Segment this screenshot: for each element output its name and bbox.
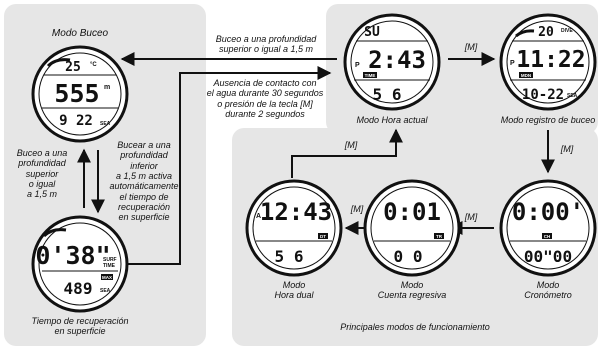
svg-text:TIME: TIME	[365, 73, 376, 78]
label-ausencia-line3: o presión de la tecla [M]	[217, 98, 313, 109]
label-buceo-left-line2: profundidad	[18, 158, 66, 169]
dive-depth: 555	[54, 79, 99, 108]
label-bucear-inferior: Bucear a una profundidad inferior a 1,5 …	[104, 140, 184, 223]
svg-text:TIME: TIME	[103, 263, 116, 269]
svg-text:CH: CH	[544, 234, 551, 239]
label-bucear-line4: a 1,5 m activa	[115, 171, 173, 182]
label-m-up: [M]	[344, 140, 358, 150]
watch-surface: 0'38" SURF TIME MAX 489 SEA	[31, 215, 129, 313]
svg-text:TR: TR	[436, 234, 443, 239]
label-bucear-line8: en superficie	[118, 212, 170, 223]
label-crono-line1: Modo	[536, 280, 560, 290]
time-seconds: 5 6	[373, 85, 402, 104]
label-modo-hora-actual: Modo Hora actual	[356, 115, 428, 125]
svg-text:DT: DT	[320, 234, 326, 239]
arrow-dual-to-time	[291, 128, 403, 178]
label-m-bottom2: [M]	[350, 204, 364, 214]
label-bucear-line7: recuperación	[117, 202, 171, 213]
label-hora-dual-line2: Hora dual	[274, 290, 314, 301]
label-buceo-left-line5: a 1,5 m	[26, 189, 57, 200]
label-bucear-line2: profundidad	[120, 150, 168, 161]
log-date: 10-22	[522, 87, 564, 103]
watch-dive: 25 °C 555 m 9 22 SEA	[31, 45, 129, 143]
label-modo-crono: Modo Cronómetro	[508, 280, 588, 301]
watch-countdown: 0:01 TR 0 0	[363, 179, 461, 277]
label-buceo-left-line3: superior	[25, 168, 59, 179]
label-bucear-line1: Bucear a una	[117, 140, 171, 150]
svg-text:A: A	[256, 213, 261, 220]
dual-clock: 12:43	[260, 198, 332, 226]
label-tiempo-recuperacion: Tiempo de recuperación en superficie	[10, 316, 150, 337]
label-bucear-line3: inferior	[130, 160, 158, 171]
time-clock: 2:43	[368, 46, 426, 74]
label-ausencia-line2: el agua durante 30 segundos	[206, 88, 324, 99]
chrono-subsec: 00"00	[524, 247, 572, 266]
label-buceo-left: Buceo a una profundidad superior o igual…	[8, 148, 76, 200]
label-m-right: [M]	[560, 144, 574, 154]
watch-dive-log: 20 DIVE P 11:22 MDN 10-22 SEA	[499, 13, 597, 111]
svg-text:SEA: SEA	[100, 288, 111, 294]
svg-text:SEA: SEA	[100, 121, 111, 127]
label-m-top: [M]	[464, 42, 478, 52]
svg-text:SURF: SURF	[103, 257, 117, 263]
log-number: 20	[538, 25, 554, 40]
dual-seconds: 5 6	[275, 247, 304, 266]
label-modo-registro: Modo registro de buceo	[500, 115, 596, 125]
svg-text:SEA: SEA	[567, 93, 578, 99]
log-time: 11:22	[516, 47, 585, 73]
svg-text:MDN: MDN	[521, 73, 531, 78]
label-buceo-superior: Buceo a una profundidad superior o igual…	[215, 34, 317, 55]
countdown-time: 0:01	[383, 198, 441, 226]
label-crono-line2: Cronómetro	[524, 290, 572, 301]
label-tiempo-rec-line1: Tiempo de recuperación	[31, 316, 129, 326]
watch-current-time: SU P 2:43 TIME 5 6	[343, 13, 441, 111]
label-m-bottom1: [M]	[464, 212, 478, 222]
label-modo-cuenta: Modo Cuenta regresiva	[366, 280, 458, 301]
arrow-surface-to-time	[124, 66, 332, 265]
label-cuenta-line1: Modo	[400, 280, 424, 290]
watch-chrono: 0:00' CH 00"00	[499, 179, 597, 277]
label-tiempo-rec-line2: en superficie	[54, 326, 106, 337]
countdown-seconds: 0 0	[394, 247, 423, 266]
label-hora-dual-line1: Modo	[282, 280, 306, 290]
svg-text:m: m	[104, 84, 110, 91]
chrono-time: 0:00'	[512, 198, 584, 226]
svg-text:P: P	[355, 62, 360, 69]
label-buceo-left-line1: Buceo a una	[16, 148, 68, 158]
label-bucear-line6: el tiempo de	[119, 191, 169, 202]
label-modo-buceo: Modo Buceo	[51, 28, 109, 39]
label-modo-hora-dual: Modo Hora dual	[254, 280, 334, 301]
svg-text:DIVE: DIVE	[561, 28, 573, 34]
label-bucear-line5: automáticamente	[109, 181, 179, 192]
label-ausencia-line4: durante 2 segundos	[225, 109, 305, 120]
svg-text:MAX: MAX	[102, 275, 112, 280]
dive-temp: 25	[65, 60, 81, 75]
label-principales: Principales modos de funcionamiento	[340, 322, 490, 332]
dive-time: 9 22	[59, 113, 93, 129]
label-cuenta-line2: Cuenta regresiva	[377, 290, 447, 301]
surface-depth: 489	[64, 279, 93, 298]
time-weekday: SU	[364, 25, 380, 40]
label-buceo-left-line4: o igual	[28, 179, 56, 190]
watch-dual-time: A 12:43 DT 5 6	[245, 179, 343, 277]
label-ausencia-line1: Ausencia de contacto con	[213, 78, 317, 88]
surface-time: 0'38"	[35, 241, 110, 270]
svg-text:P: P	[510, 60, 515, 67]
label-ausencia: Ausencia de contacto con el agua durante…	[204, 78, 326, 119]
svg-text:°C: °C	[90, 62, 97, 68]
